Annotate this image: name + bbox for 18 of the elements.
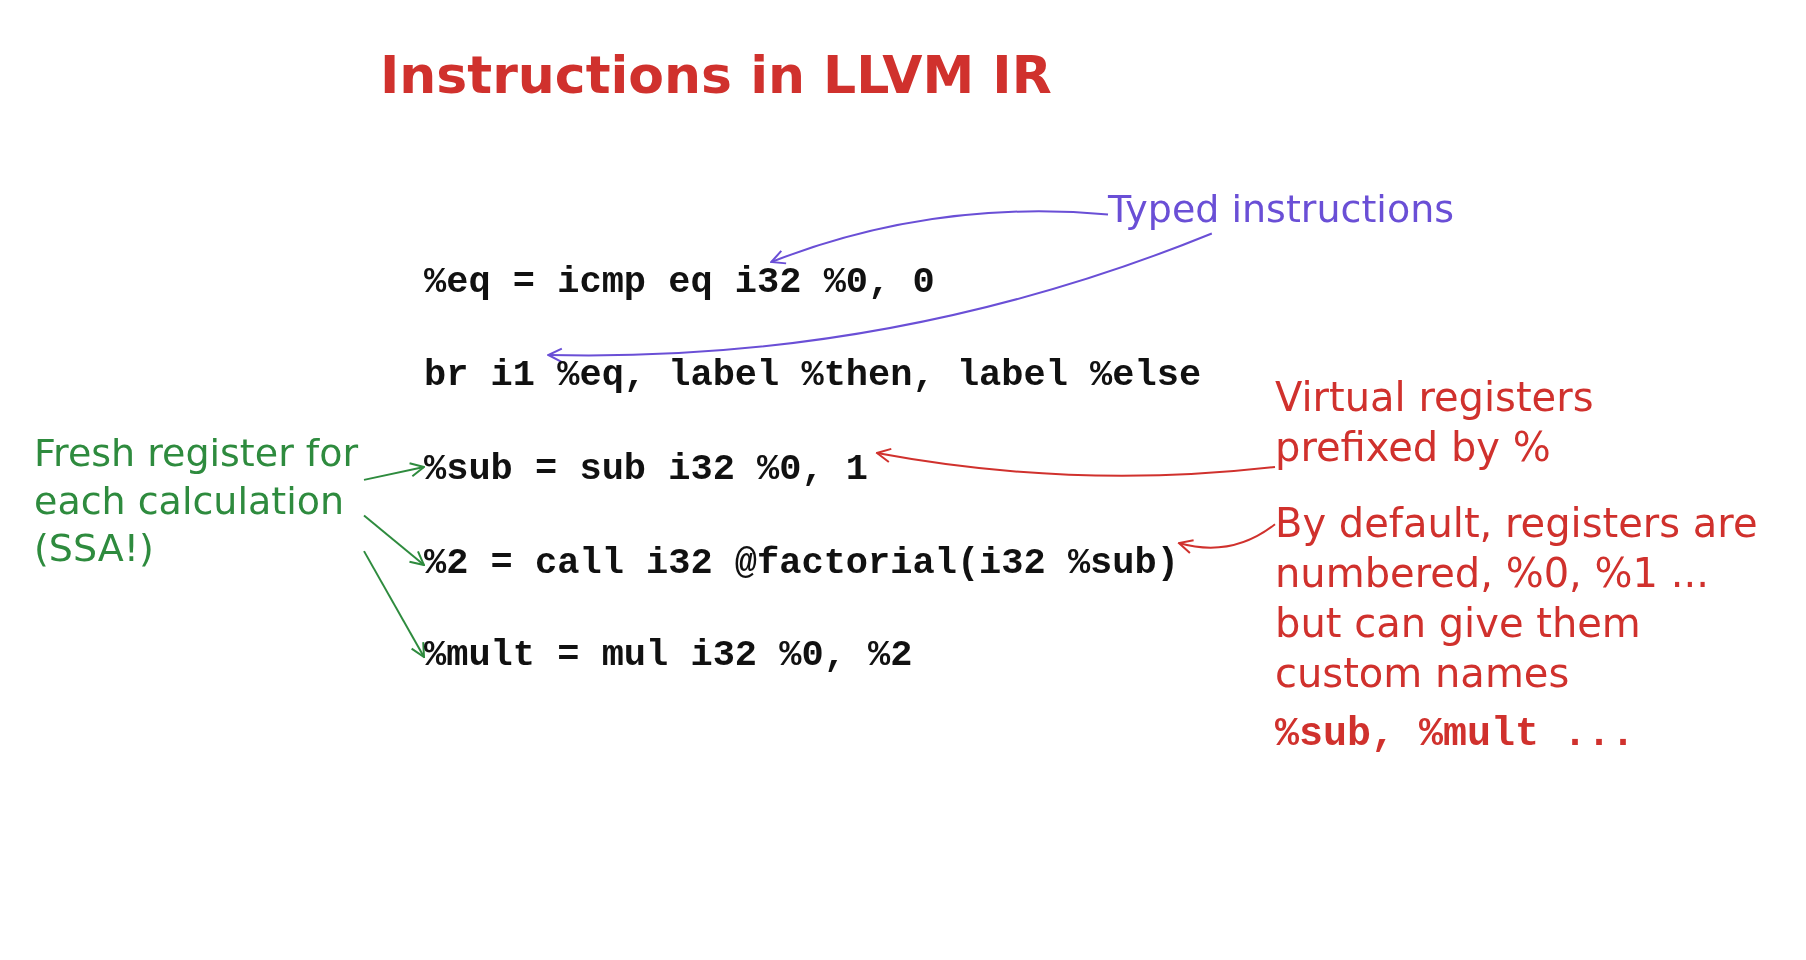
code-line: %eq = icmp eq i32 %0, 0 bbox=[424, 262, 935, 302]
annotation-text: Fresh register for each calculation (SSA!) bbox=[34, 430, 360, 572]
code-line: %mult = mul i32 %0, %2 bbox=[424, 635, 913, 675]
arrow bbox=[875, 447, 1276, 477]
arrow bbox=[770, 210, 1109, 265]
code-line: %2 = call i32 @factorial(i32 %sub) bbox=[424, 543, 1179, 583]
annotation-text: By default, registers are numbered, %0, %1 ... but can give them custom names bbox=[1275, 499, 1759, 698]
arrow bbox=[1177, 523, 1276, 554]
arrow bbox=[547, 232, 1213, 363]
annotation-text: %sub, %mult ... bbox=[1275, 711, 1637, 759]
code-line: br i1 %eq, label %then, label %else bbox=[424, 355, 1202, 395]
annotation-text: Typed instructions bbox=[1108, 186, 1454, 233]
arrow bbox=[363, 462, 425, 481]
code-line: %sub = sub i32 %0, 1 bbox=[424, 449, 869, 489]
annotation-text: Virtual registers prefixed by % bbox=[1275, 373, 1595, 472]
arrow bbox=[363, 514, 425, 566]
title: Instructions in LLVM IR bbox=[380, 44, 1052, 107]
arrow bbox=[363, 550, 425, 658]
